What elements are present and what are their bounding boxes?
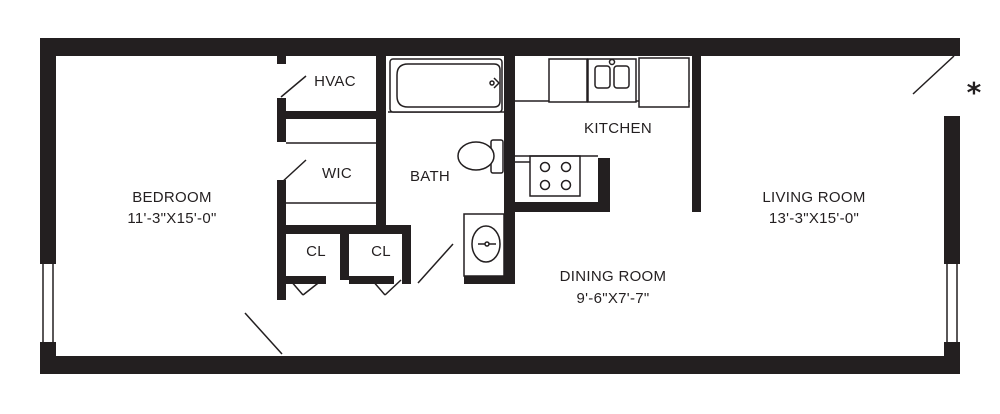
closet-left-label: CL: [306, 243, 326, 260]
dining-room-size: 9'-6"X7'-7": [576, 290, 649, 307]
kitchen-sink-basin-right: [613, 65, 630, 89]
living-room-size: 13'-3"X15'-0": [769, 210, 859, 227]
bedroom-label: BEDROOM: [132, 189, 212, 206]
closet-shelves: [286, 142, 376, 204]
bath-label: BATH: [410, 168, 450, 185]
kitchen-sink-basin-left: [594, 65, 611, 89]
bathtub-basin: [396, 63, 501, 108]
hvac-label: HVAC: [314, 73, 356, 90]
entry-marker-icon: *: [967, 76, 982, 109]
kitchen-cabinet: [548, 58, 588, 103]
kitchen-label: KITCHEN: [584, 120, 652, 137]
living-room-label: LIVING ROOM: [762, 189, 865, 206]
kitchen-fixtures: [515, 57, 690, 197]
doors: [244, 55, 955, 355]
bedroom-size: 11'-3"X15'-0": [127, 210, 216, 227]
bedroom-window: [42, 264, 54, 342]
interior-walls: [277, 56, 701, 300]
exterior-walls: [40, 38, 960, 374]
room-labels: BEDROOM 11'-3"X15'-0" HVAC WIC CL CL BAT…: [127, 73, 981, 307]
toilet-bowl: [457, 141, 495, 171]
refrigerator: [638, 57, 690, 108]
dining-room-label: DINING ROOM: [560, 268, 667, 285]
stove: [529, 155, 581, 197]
bath-sink: [471, 225, 501, 263]
bath-vanity: [463, 213, 505, 277]
closet-right-label: CL: [371, 243, 391, 260]
wic-label: WIC: [322, 165, 352, 182]
bathtub: [389, 58, 503, 113]
bath-fixtures: [388, 58, 505, 277]
living-room-window: [946, 264, 958, 342]
